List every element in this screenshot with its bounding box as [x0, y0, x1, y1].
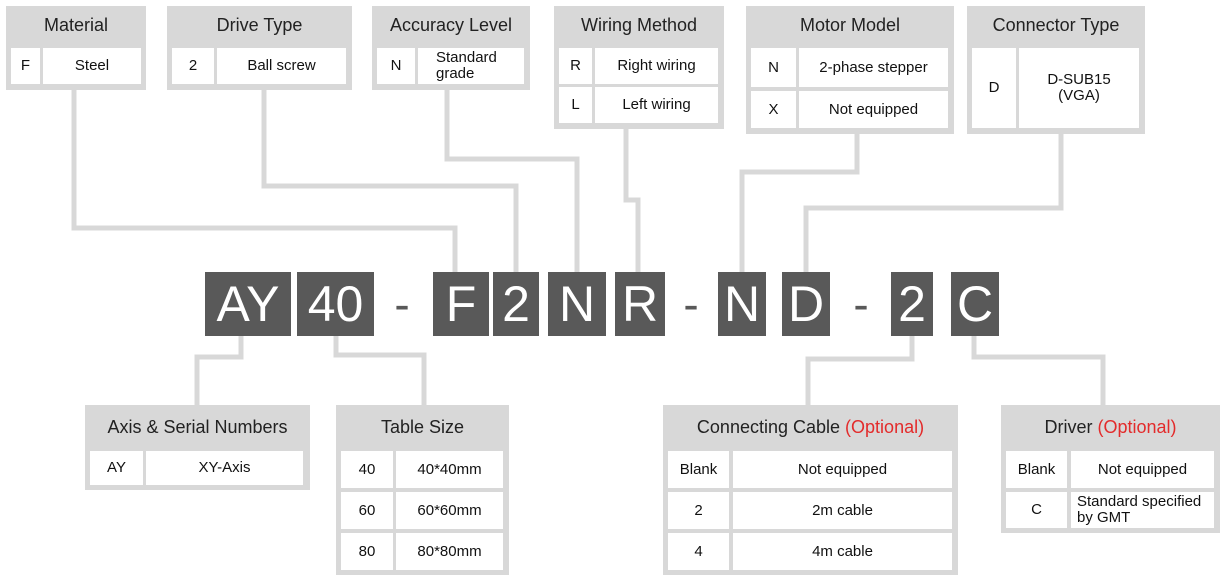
material-title: Material — [43, 15, 109, 35]
axis-serial-code-ay: AY — [90, 451, 143, 485]
connecting-cable-desc-4m: 4m cable — [733, 533, 952, 570]
connecting-cable-code-2: 2 — [668, 492, 729, 529]
motor-model-code-n: N — [751, 48, 796, 87]
table-size-desc-60: 60*60mm — [396, 492, 503, 529]
code-segment-connector: D — [782, 272, 830, 336]
table-size-desc-80: 80*80mm — [396, 533, 503, 570]
connector-type-title: Connector Type — [992, 15, 1120, 35]
driver-title-text: Driver — [1044, 417, 1093, 437]
driver-code-blank: Blank — [1006, 451, 1067, 488]
axis-serial-box: Axis & Serial Numbers AY XY-Axis — [85, 405, 310, 490]
code-segment-axis: AY — [205, 272, 291, 336]
code-segment-material: F — [433, 272, 489, 336]
motor-model-code-x: X — [751, 91, 796, 128]
wiring-method-title: Wiring Method — [580, 15, 698, 35]
connecting-cable-optional: (Optional) — [845, 417, 925, 437]
code-segment-accuracy: N — [548, 272, 606, 336]
table-size-code-40: 40 — [341, 451, 393, 488]
code-segment-table-size: 40 — [297, 272, 374, 336]
code-segment-drive-type: 2 — [493, 272, 539, 336]
wiring-method-box: Wiring Method R Right wiring L Left wiri… — [554, 6, 724, 129]
accuracy-level-code-n: N — [377, 48, 415, 84]
drive-type-title: Drive Type — [216, 15, 303, 35]
wiring-method-code-l: L — [559, 87, 592, 123]
code-dash-1: - — [394, 278, 410, 330]
drive-type-box: Drive Type 2 Ball screw — [167, 6, 352, 90]
code-segment-wiring: R — [615, 272, 665, 336]
code-segment-driver: C — [951, 272, 999, 336]
code-segment-motor: N — [718, 272, 766, 336]
driver-box: Driver (Optional) Blank Not equipped C S… — [1001, 405, 1220, 533]
table-size-box: Table Size 40 40*40mm 60 60*60mm 80 80*8… — [336, 405, 509, 575]
motor-model-box: Motor Model N 2-phase stepper X Not equi… — [746, 6, 954, 134]
connecting-cable-code-blank: Blank — [668, 451, 729, 488]
wiring-method-desc-left-wiring: Left wiring — [595, 87, 718, 123]
connecting-cable-desc-not-equipped: Not equipped — [733, 451, 952, 488]
wiring-method-desc-right-wiring: Right wiring — [595, 48, 718, 84]
wiring-method-code-r: R — [559, 48, 592, 84]
table-size-code-60: 60 — [341, 492, 393, 529]
connector-type-code-d: D — [972, 48, 1016, 128]
motor-model-desc-not-equipped: Not equipped — [799, 91, 948, 128]
drive-type-code-2: 2 — [172, 48, 214, 84]
axis-serial-desc-xy-axis: XY-Axis — [146, 451, 303, 485]
connector-type-box: Connector Type D D-SUB15 (VGA) — [967, 6, 1145, 134]
connecting-cable-title: Connecting Cable (Optional) — [663, 417, 958, 438]
driver-desc-not-equipped: Not equipped — [1071, 451, 1214, 488]
material-code-f: F — [11, 48, 40, 84]
axis-serial-title: Axis & Serial Numbers — [107, 417, 288, 437]
code-dash-2: - — [683, 278, 699, 330]
driver-optional: (Optional) — [1097, 417, 1177, 437]
connecting-cable-title-text: Connecting Cable — [696, 417, 841, 437]
driver-desc-standard-specified: Standard specified by GMT — [1071, 492, 1214, 528]
material-box: Material F Steel — [6, 6, 146, 90]
connecting-cable-box: Connecting Cable (Optional) Blank Not eq… — [663, 405, 958, 575]
connecting-cable-desc-2m: 2m cable — [733, 492, 952, 529]
material-desc-steel: Steel — [43, 48, 141, 84]
drive-type-desc-ball-screw: Ball screw — [217, 48, 346, 84]
accuracy-level-title: Accuracy Level — [389, 15, 513, 35]
driver-title: Driver (Optional) — [1001, 417, 1220, 438]
code-dash-3: - — [853, 278, 869, 330]
driver-code-c: C — [1006, 492, 1067, 528]
table-size-desc-40: 40*40mm — [396, 451, 503, 488]
accuracy-level-box: Accuracy Level N Standard grade — [372, 6, 530, 90]
motor-model-title: Motor Model — [799, 15, 901, 35]
connector-type-desc-d-sub15-vga: D-SUB15 (VGA) — [1019, 48, 1139, 128]
table-size-code-80: 80 — [341, 533, 393, 570]
connecting-cable-code-4: 4 — [668, 533, 729, 570]
table-size-title: Table Size — [380, 417, 465, 437]
motor-model-desc-2-phase-stepper: 2-phase stepper — [799, 48, 948, 87]
accuracy-level-desc-standard-grade: Standard grade — [418, 48, 524, 84]
code-segment-cable: 2 — [891, 272, 933, 336]
